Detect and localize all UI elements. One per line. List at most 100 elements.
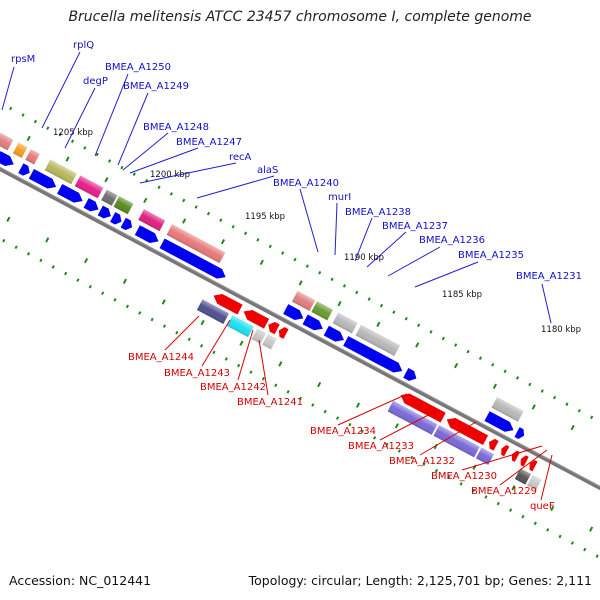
scale-tick [239,340,244,346]
track-dot [281,251,285,255]
track-dot [348,422,352,427]
scale-tick [143,197,148,204]
track-dot [478,356,483,360]
track-dot [373,436,377,440]
reverse-arrow [243,309,270,329]
track-dot [454,343,458,347]
forward-gene-labels: rpsM rplQ degP BMEA_A1250 BMEA_A1249 BME… [11,40,582,282]
track-dot [441,336,445,341]
scale-tick [394,423,399,429]
forward-arrow [18,163,30,176]
track-dot [323,409,327,414]
gene-block-alaS [166,224,226,264]
track-dot [515,376,520,380]
reverse-arrow [278,327,289,339]
gene-label-rplQ: rplQ [73,40,94,51]
track-dot [595,554,599,558]
track-dot [39,258,43,263]
track-dot [175,330,179,335]
track-dot [88,284,92,289]
gene-label-BMEA_A1247: BMEA_A1247 [176,137,242,148]
track-dot [330,277,334,282]
gene-label-BMEA_A1231: BMEA_A1231 [516,271,582,282]
gene-label-rpsM: rpsM [11,54,35,65]
forward-arrow [110,212,122,225]
track-dot [182,198,186,203]
track-dot [212,350,216,355]
reverse-arrow [529,460,538,472]
scale-tick [492,383,497,389]
track-dot [318,270,322,275]
forward-arrow [343,336,403,373]
track-dot [379,303,384,308]
forward-arrow [283,304,304,320]
track-dot [125,304,129,309]
forward-arrow [97,205,111,219]
reverse-gene-labels: BMEA_A1244 BMEA_A1243 BMEA_A1242 BMEA_A1… [128,352,555,512]
track-dot [26,252,31,256]
gene-block-murI [311,301,333,321]
scale-tick [415,342,420,348]
track-dot [268,244,272,249]
scale-tick [278,361,283,367]
track-dot [150,317,154,322]
gene-block-BMEA_A1247 [113,196,134,215]
forward-leader-lines [1,51,552,324]
track-dot [187,337,191,342]
scale-tick [259,259,264,266]
gene-block-BMEA_A1242 [251,328,267,344]
scale-tick [122,278,127,284]
track-dot [286,390,290,394]
track-dot [491,362,495,367]
track-dot [429,330,433,334]
map-title: Brucella melitensis ATCC 23457 chromosom… [68,9,532,25]
gene-label-BMEA_A1243: BMEA_A1243 [164,368,230,379]
gene-block-BMEA_A1231 [491,397,524,422]
track-dot [298,396,303,401]
track-dot [484,495,488,499]
track-dot [392,310,396,314]
track-dot [9,106,13,111]
track-dot [51,265,55,269]
scale-tick [65,156,70,162]
forward-arrow [323,325,344,342]
reverse-arrow [489,438,499,451]
gene-label-BMEA_A1232: BMEA_A1232 [389,456,455,467]
track-dot [509,508,513,512]
track-dot [546,528,550,532]
reverse-arrow [268,321,280,335]
track-dot [496,501,500,506]
gene-label-BMEA_A1238: BMEA_A1238 [345,207,411,218]
gene-block-BMEA_A1244 [196,299,230,325]
forward-arrow [134,225,159,243]
scale-tick [298,280,303,286]
track-dot [274,383,278,388]
gene-block-BMEA_A1230 [514,468,531,485]
scale-tick [45,237,50,243]
gene-block-BMEA_A1248 [101,189,118,206]
reverse-arrow [213,294,243,315]
forward-arrow [514,427,525,439]
scale-tick [337,300,342,307]
track-dot [64,271,68,276]
gene-label-queF: queF [530,501,555,512]
track-dot [120,165,124,170]
track-dot [583,547,587,552]
track-dot [360,429,364,434]
track-dot [521,514,525,519]
reverse-arrow [400,393,446,423]
track-dot [237,363,241,368]
scale-tick [84,257,89,264]
scale-tick [182,218,187,224]
scale-tick [161,299,166,305]
track-dot [552,395,557,400]
gene-label-murI: murI [328,192,351,203]
forward-arrow [57,183,83,203]
track-dot [311,403,315,407]
track-dot [33,119,37,124]
gene-label-BMEA_A1244: BMEA_A1244 [128,352,194,363]
track-dot [417,323,421,328]
track-dot [447,475,451,480]
scale-tick [6,216,11,222]
track-dot [21,113,25,117]
